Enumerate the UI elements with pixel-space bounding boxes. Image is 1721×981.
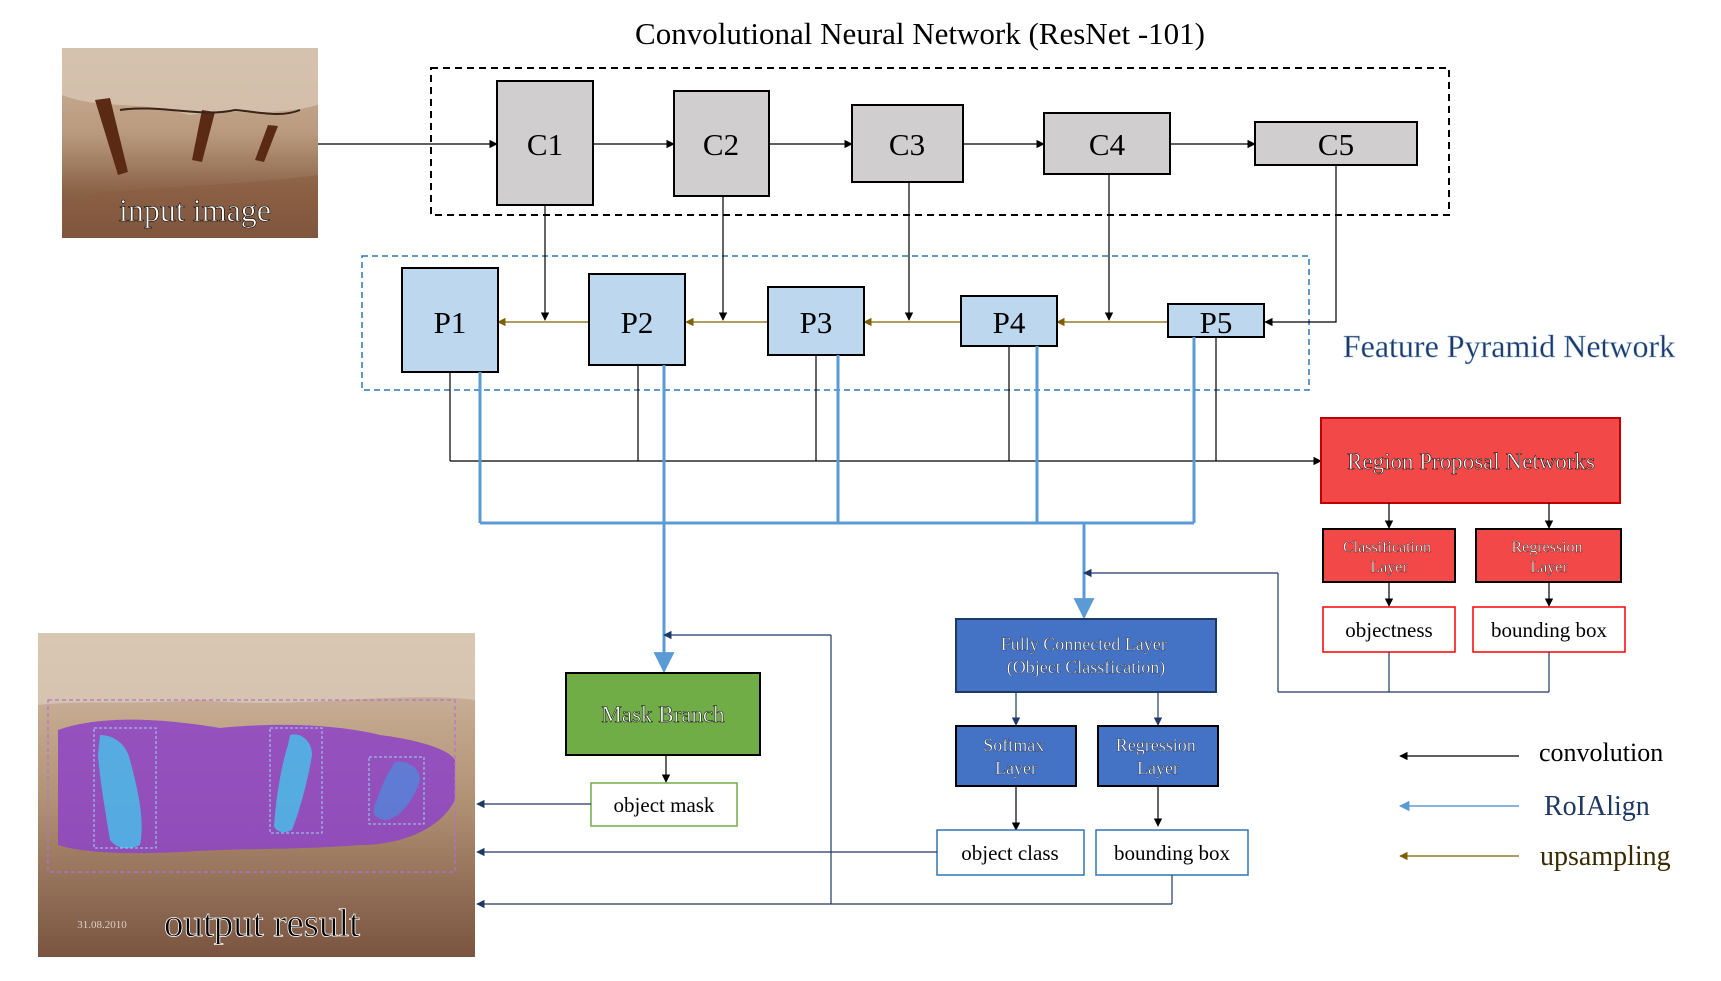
pyramid-p2: P2 xyxy=(588,273,686,366)
softmax-line1: Softmax xyxy=(983,735,1044,755)
output-lines xyxy=(476,630,1173,909)
svg-text:Softmax Layer: Softmax Layer xyxy=(983,735,1049,778)
pyramid-p4: P4 xyxy=(960,295,1058,347)
input-image-label: input image xyxy=(119,192,271,228)
pyramid-p1: P1 xyxy=(401,267,499,373)
pyramid-p3: P3 xyxy=(767,286,865,356)
backbone-c3-label: C3 xyxy=(889,127,925,162)
pyramid-p5-label: P5 xyxy=(1200,305,1233,340)
pyramid-p1-label: P1 xyxy=(434,305,467,340)
rpn-regression-line1: Regression xyxy=(1511,539,1582,556)
object-class-output: object class xyxy=(936,829,1085,876)
fc-layer-line1: Fully Connected Layer xyxy=(1001,634,1167,654)
output-image-timestamp: 31.08.2010 xyxy=(77,919,127,931)
roialign-lines xyxy=(478,337,1196,674)
rpn-title: Region Proposal Networks xyxy=(1347,449,1595,474)
rpn-classification-line1: Classification xyxy=(1343,539,1431,556)
rpn-classification-layer: Classification Layer xyxy=(1322,528,1456,583)
p-to-rpn-lines xyxy=(449,337,1322,466)
head-bounding-box-label: bounding box xyxy=(1114,841,1231,865)
head-regression-line1: Regression xyxy=(1116,735,1196,755)
backbone-c5: C5 xyxy=(1254,121,1418,166)
pyramid-p2-label: P2 xyxy=(621,305,654,340)
svg-text:Classification Layer: Classification Layer xyxy=(1343,539,1435,576)
svg-text:Regression Layer: Regression Layer xyxy=(1116,735,1201,778)
rpn-regression-layer: Regression Layer xyxy=(1475,528,1622,583)
legend-convolution-label: convolution xyxy=(1539,738,1663,767)
diagram-title: Convolutional Neural Network (ResNet -10… xyxy=(635,16,1205,51)
fpn-container xyxy=(361,255,1310,391)
rpn-objectness-label: objectness xyxy=(1345,618,1432,642)
pyramid-p4-label: P4 xyxy=(993,305,1026,340)
rpn-bounding-box-output: bounding box xyxy=(1472,606,1626,653)
svg-text:Fully Connected Layer (O: Fully Connected Layer (Object Classficat… xyxy=(1001,634,1171,678)
object-class-label: object class xyxy=(961,841,1058,865)
head-bounding-box-output: bounding box xyxy=(1095,829,1249,876)
object-mask-label: object mask xyxy=(614,793,715,817)
backbone-c2: C2 xyxy=(673,90,770,197)
mask-branch-label: Mask Branch xyxy=(601,702,725,727)
rpn-objectness-output: objectness xyxy=(1322,606,1456,653)
rpn-block: Region Proposal Networks xyxy=(1320,417,1621,504)
mask-branch: Mask Branch xyxy=(565,672,761,756)
legend: convolution RoIAlign upsampling xyxy=(1398,738,1671,872)
object-mask-output: object mask xyxy=(590,782,738,827)
backbone-c3: C3 xyxy=(851,104,964,183)
rpn-proposal-lines xyxy=(1083,568,1550,693)
rpn-regression-line2: Layer xyxy=(1530,559,1568,576)
output-image: 31.08.2010 output result xyxy=(38,633,475,957)
backbone-c5-label: C5 xyxy=(1318,127,1354,162)
fpn-label: Feature Pyramid Network xyxy=(1343,328,1675,364)
backbone-c1-label: C1 xyxy=(527,127,563,162)
softmax-layer: Softmax Layer xyxy=(955,725,1077,787)
svg-text:Regression Layer: Regression Layer xyxy=(1511,539,1586,576)
pyramid-p5: P5 xyxy=(1167,303,1265,340)
backbone-c1: C1 xyxy=(496,80,594,206)
pyramid-p3-label: P3 xyxy=(800,305,833,340)
backbone-c4: C4 xyxy=(1043,112,1171,175)
rpn-classification-line2: Layer xyxy=(1370,559,1408,576)
fc-layer: Fully Connected Layer (Object Classficat… xyxy=(955,618,1217,693)
fc-layer-line2: (Object Classfication) xyxy=(1007,657,1165,678)
head-regression-line2: Layer xyxy=(1137,758,1179,778)
backbone-c2-label: C2 xyxy=(703,127,739,162)
head-regression-layer: Regression Layer xyxy=(1097,725,1219,787)
cnn-container xyxy=(430,67,1450,216)
rpn-bounding-box-label: bounding box xyxy=(1491,618,1608,642)
legend-roialign-label: RoIAlign xyxy=(1544,791,1650,822)
output-image-label: output result xyxy=(164,902,360,945)
backbone-c4-label: C4 xyxy=(1089,127,1126,162)
softmax-line2: Layer xyxy=(995,758,1037,778)
input-image: input image xyxy=(62,48,318,238)
legend-upsampling-label: upsampling xyxy=(1540,841,1671,872)
